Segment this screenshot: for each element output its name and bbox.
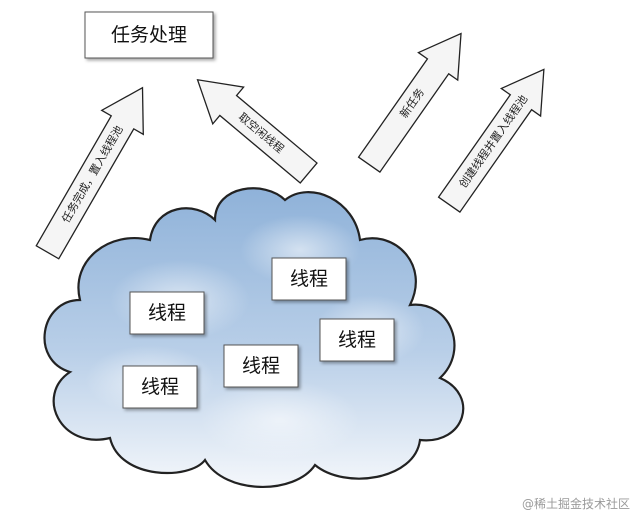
thread-label: 线程 [141,376,179,398]
thread-box: 线程 [223,344,299,388]
task-processing-label: 任务处理 [111,24,187,46]
thread-label: 线程 [338,329,376,351]
thread-pool-cloud [43,187,465,488]
arrow-task-done-label: 任务完成，置入线程池 [59,123,126,225]
arrow-new-task: 新任务 [357,32,462,173]
arrow-create-thread: 创建线程并置入线程池 [437,68,545,213]
thread-box: 线程 [129,291,205,335]
arrow-take-idle-thread: 取空闲线程 [196,78,318,184]
task-processing-box: 任务处理 [84,11,214,59]
watermark-text: @稀土掘金技术社区 [522,496,630,511]
thread-box: 线程 [271,257,347,301]
thread-label: 线程 [148,302,186,324]
thread-box: 线程 [122,365,198,409]
arrow-create-thread-label: 创建线程并置入线程池 [456,92,531,190]
thread-box: 线程 [319,318,395,362]
thread-label: 线程 [290,268,328,290]
arrow-task-done: 任务完成，置入线程池 [35,86,144,260]
thread-label: 线程 [242,355,280,377]
